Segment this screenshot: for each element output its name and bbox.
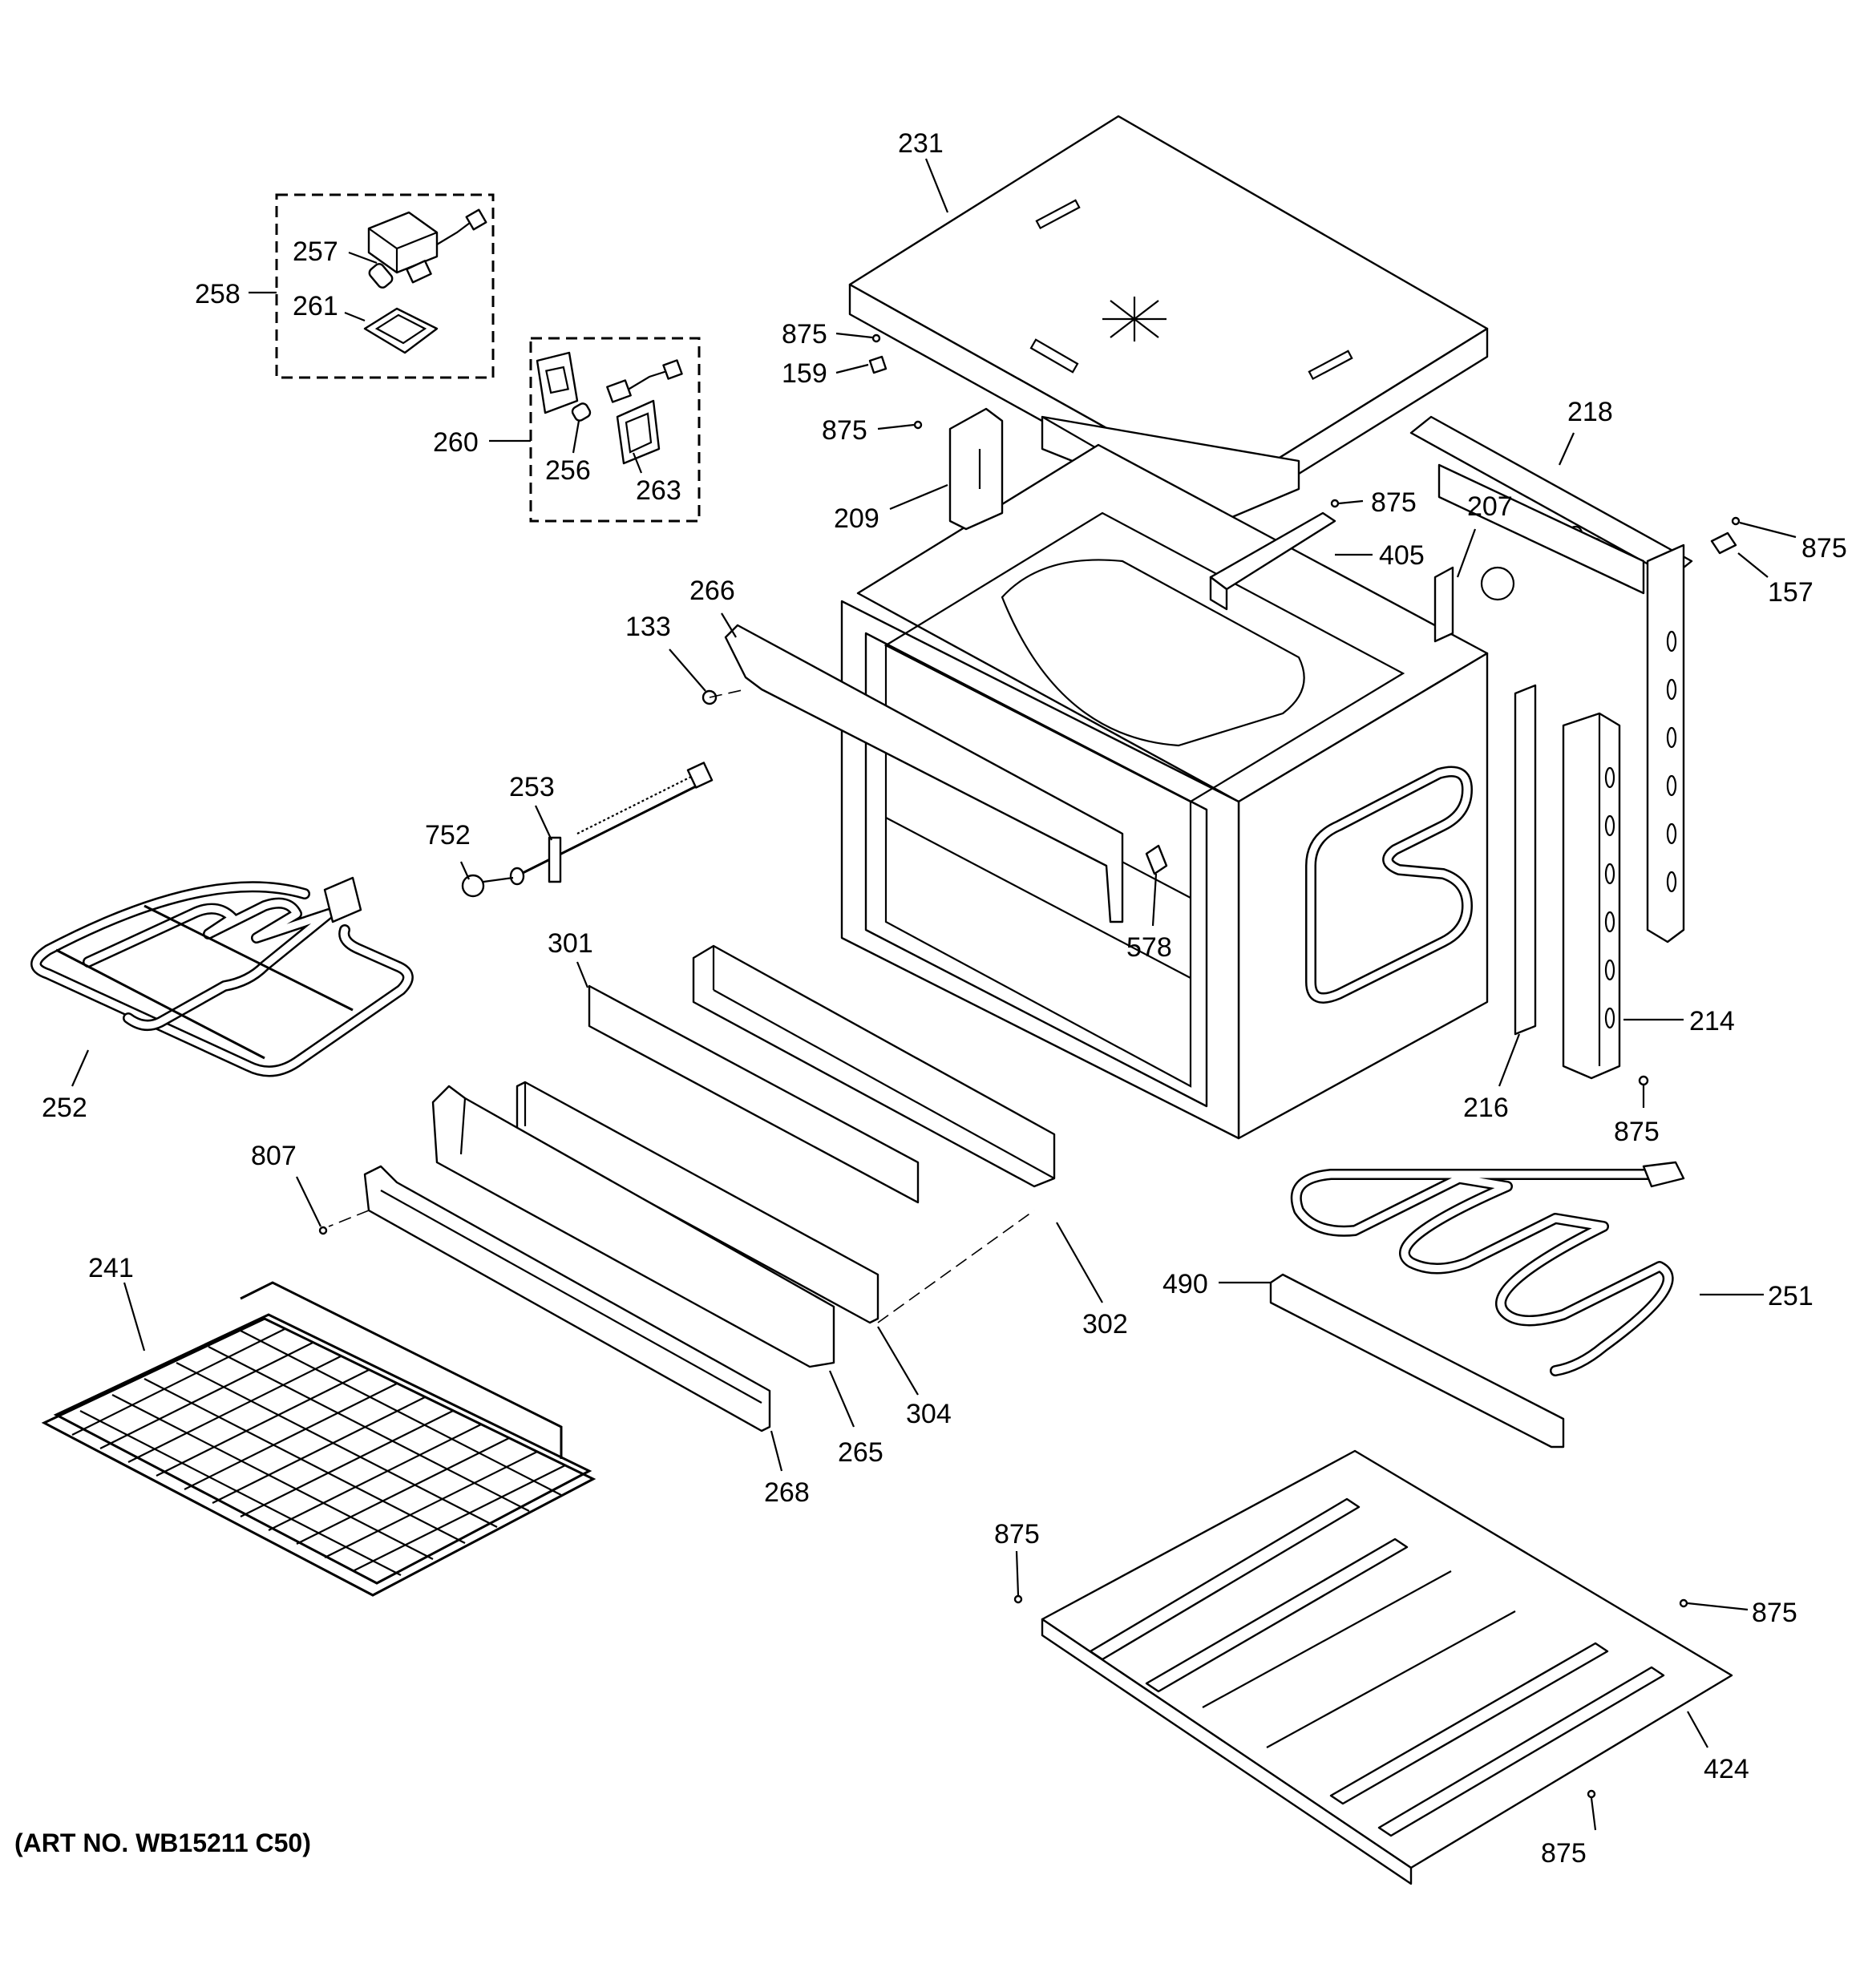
callout-265: 265 <box>838 1437 883 1468</box>
callout-752: 752 <box>425 820 471 851</box>
callout-209: 209 <box>834 503 879 534</box>
callout-405: 405 <box>1379 540 1425 571</box>
callout-875-f: 875 <box>994 1519 1040 1550</box>
callout-252: 252 <box>42 1093 87 1123</box>
callout-159: 159 <box>782 358 827 389</box>
art-number: (ART NO. WB15211 C50) <box>14 1828 311 1857</box>
bracket-405 <box>1209 511 1336 611</box>
channel-265 <box>431 1085 835 1368</box>
kit-box-258 <box>275 193 495 379</box>
callout-261: 261 <box>293 291 338 321</box>
callout-214: 214 <box>1689 1006 1735 1036</box>
callout-424: 424 <box>1704 1754 1749 1784</box>
callout-302: 302 <box>1082 1309 1128 1339</box>
callout-875-h: 875 <box>1541 1838 1587 1869</box>
callout-875-g: 875 <box>1752 1598 1797 1628</box>
callout-875-b: 875 <box>822 415 867 446</box>
callout-231: 231 <box>898 128 944 159</box>
rail-490 <box>1269 1273 1565 1449</box>
callout-807: 807 <box>251 1141 297 1171</box>
broil-element-252 <box>30 876 414 1077</box>
bracket-207 <box>1433 566 1454 643</box>
callout-251: 251 <box>1768 1281 1813 1311</box>
top-panel-231 <box>848 115 1489 523</box>
callout-301: 301 <box>548 928 593 959</box>
callout-875-d: 875 <box>1801 533 1847 564</box>
callout-216: 216 <box>1463 1093 1509 1123</box>
callout-256: 256 <box>545 455 591 486</box>
callout-257: 257 <box>293 236 338 267</box>
callout-875-c: 875 <box>1371 487 1417 518</box>
callout-266: 266 <box>689 576 735 606</box>
right-rail <box>1646 543 1685 943</box>
callout-157: 157 <box>1768 577 1813 608</box>
callout-241: 241 <box>88 1253 134 1283</box>
glass-panel-301 <box>588 984 920 1204</box>
oven-rack-241 <box>41 1281 596 1597</box>
callout-218: 218 <box>1567 397 1613 427</box>
trim-268 <box>363 1165 771 1432</box>
callout-253: 253 <box>509 772 555 802</box>
bracket-209 <box>948 407 1004 531</box>
callout-260: 260 <box>433 427 479 458</box>
sensor-253 <box>461 762 714 898</box>
callout-258: 258 <box>195 279 241 309</box>
kit-box-260 <box>529 337 701 523</box>
trim-302 <box>692 944 1056 1188</box>
callout-490: 490 <box>1162 1269 1208 1299</box>
callout-268: 268 <box>764 1477 810 1508</box>
side-strip-216 <box>1514 684 1537 1036</box>
leader-lines <box>71 158 1797 1831</box>
assembly-lines <box>328 689 1035 1323</box>
bottom-panel-424 <box>1041 1449 1733 1885</box>
callout-207: 207 <box>1467 491 1513 522</box>
side-channel-214 <box>1562 712 1621 1080</box>
callout-875-a: 875 <box>782 319 827 350</box>
screws <box>318 333 1741 1799</box>
callout-263: 263 <box>636 475 681 506</box>
bake-element-251 <box>1290 1161 1685 1376</box>
vent-star <box>1102 297 1167 341</box>
callout-133: 133 <box>625 612 671 642</box>
oven-cavity <box>724 415 1693 1140</box>
callout-578: 578 <box>1126 932 1172 963</box>
callout-304: 304 <box>906 1399 952 1429</box>
callout-labels: 231 257 258 261 260 256 263 875 159 875 … <box>42 128 1847 1869</box>
callout-875-e: 875 <box>1614 1117 1660 1147</box>
